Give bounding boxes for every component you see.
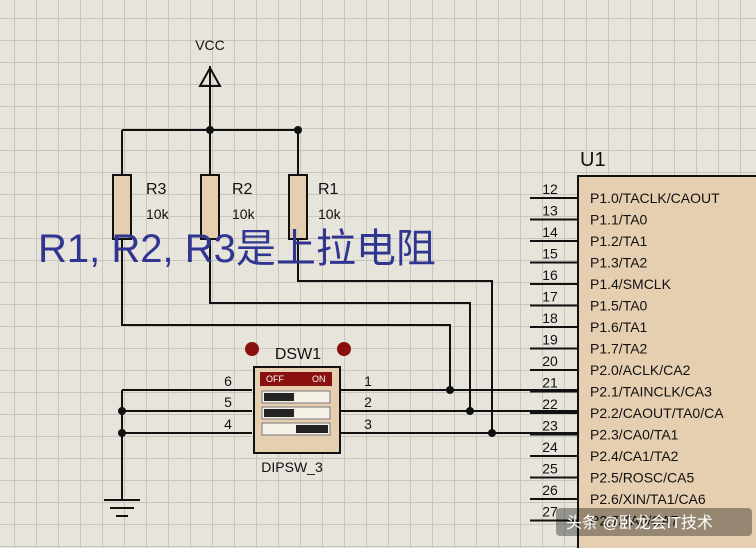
- mcu-pin-number: 14: [542, 224, 558, 240]
- mcu-pin-name: P1.2/TA1: [590, 233, 648, 249]
- mcu-pin-name: P2.4/CA1/TA2: [590, 448, 679, 464]
- resistor-r2: R2 10k: [200, 174, 256, 240]
- mcu-pin-name: P1.4/SMCLK: [590, 276, 672, 292]
- mcu-pin-number: 23: [542, 418, 558, 434]
- dip-pin-number: 4: [224, 416, 232, 432]
- watermark-text: 头条 @卧龙会IT技术: [566, 514, 713, 532]
- resistor-ref: R3: [146, 181, 167, 198]
- dip-pin-number: 5: [224, 394, 232, 410]
- mcu-pin-name: P2.0/ACLK/CA2: [590, 362, 691, 378]
- mcu-pin-number: 21: [542, 375, 558, 391]
- resistor-value: 10k: [318, 206, 342, 222]
- dip-pin-number: 1: [364, 373, 372, 389]
- mcu-pin-name: P1.3/TA2: [590, 255, 648, 271]
- dip-pin-marker: [337, 342, 351, 356]
- pullup-annotation: R1, R2, R3是上拉电阻: [38, 227, 436, 271]
- resistor-wires: [121, 130, 299, 175]
- resistor-ref: R1: [318, 181, 339, 198]
- dip-ref: DSW1: [275, 346, 321, 363]
- mcu-pin-name: P1.5/TA0: [590, 298, 648, 314]
- vcc-label: VCC: [195, 37, 225, 53]
- watermark: 头条 @卧龙会IT技术: [556, 508, 752, 536]
- mcu-pin-number: 19: [542, 332, 558, 348]
- mcu-pin-number: 26: [542, 482, 558, 498]
- junction-dots: [118, 126, 496, 437]
- dip-pin-number: 6: [224, 373, 232, 389]
- ground-symbol: [104, 499, 140, 517]
- mcu-pin-name: P1.1/TA0: [590, 212, 648, 228]
- mcu-pin-name: P2.5/ROSC/CA5: [590, 470, 694, 486]
- mcu-pin-number: 15: [542, 246, 558, 262]
- mcu-pin-number: 12: [542, 181, 558, 197]
- mcu-pin-number: 16: [542, 267, 558, 283]
- resistor-value: 10k: [146, 206, 170, 222]
- mcu-ref: U1: [580, 149, 606, 171]
- dip-switch: DSW1 OFF ON 6 5 4 1 2 3 DIPSW_3: [224, 342, 372, 475]
- resistor-value: 10k: [232, 206, 256, 222]
- dip-on-label: ON: [312, 374, 326, 384]
- mcu-pin-name: P1.6/TA1: [590, 319, 648, 335]
- mcu-pin-number: 13: [542, 203, 558, 219]
- mcu-pin-number: 27: [542, 504, 558, 520]
- resistor-r1: R1 10k: [288, 174, 342, 240]
- mcu-pin-name: P2.6/XIN/TA1/CA6: [590, 491, 706, 507]
- mcu-pin-number: 20: [542, 353, 558, 369]
- mcu-pin-name: P2.3/CA0/TA1: [590, 427, 679, 443]
- mcu-pin-number: 18: [542, 310, 558, 326]
- mcu-pin-name: P2.7/TA0/CA7: [590, 513, 679, 529]
- dip-pin-marker: [245, 342, 259, 356]
- resistor-r3: R3 10k: [112, 174, 170, 240]
- vcc-symbol: [198, 65, 222, 130]
- mcu-pin-name: P1.0/TACLK/CAOUT: [590, 190, 720, 206]
- mcu-pin-name: P2.2/CAOUT/TA0/CA: [590, 405, 724, 421]
- mcu-pin-name: P1.7/TA2: [590, 341, 648, 357]
- mcu-u1: U1 12P1.0/TACLK/CAOUT13P1.1/TA014P1.2/TA…: [530, 149, 756, 548]
- dip-off-label: OFF: [266, 374, 284, 384]
- dip-part-name: DIPSW_3: [261, 459, 323, 475]
- mcu-pin-number: 25: [542, 461, 558, 477]
- mcu-pin-number: 24: [542, 439, 558, 455]
- resistor-ref: R2: [232, 181, 253, 198]
- dip-pin-number: 3: [364, 416, 372, 432]
- mcu-pin-number: 22: [542, 396, 558, 412]
- signal-wires: [121, 239, 578, 500]
- mcu-pin-number: 17: [542, 289, 558, 305]
- dip-pin-number: 2: [364, 394, 372, 410]
- mcu-pin-list: 12P1.0/TACLK/CAOUT13P1.1/TA014P1.2/TA115…: [530, 181, 724, 529]
- mcu-pin-name: P2.1/TAINCLK/CA3: [590, 384, 712, 400]
